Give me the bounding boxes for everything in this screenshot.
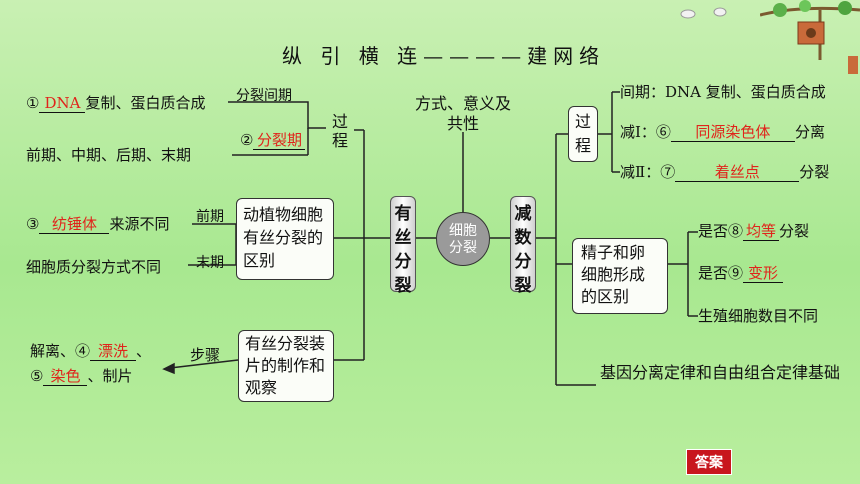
- answer-blank-8: 均等: [743, 222, 780, 241]
- tree-decoration: [760, 0, 860, 74]
- exp-line-1-suffix: 、: [136, 342, 152, 360]
- diff-item-1-num: ③: [26, 215, 40, 233]
- center-label: 细胞分裂: [449, 223, 477, 256]
- center-node: 细胞分裂: [436, 212, 490, 266]
- answer-blank-1: DNA: [39, 94, 86, 113]
- right-item-3-text: 分裂: [799, 163, 830, 181]
- experiment-box-label: 有丝分裂装片的制作和观察: [245, 334, 326, 397]
- answer-blank-4: 漂洗: [90, 342, 137, 361]
- page-title: 纵 引 横 连————建网络: [282, 44, 606, 68]
- right-item-2-text: 分离: [794, 123, 825, 141]
- left-process-label: 过程: [331, 112, 348, 150]
- answer-blank-5: 染色: [43, 367, 88, 386]
- steps-label: 步骤: [190, 346, 221, 364]
- left-item-1-text: 复制、蛋白质合成: [85, 94, 206, 112]
- right-item-2-num: 减Ⅰ：⑥: [620, 123, 671, 141]
- left-item-2-num: ②: [240, 131, 254, 149]
- meiosis-label: 减数分裂: [510, 196, 536, 296]
- gamete-box-label: 精子和卵细胞形成的区别: [581, 243, 646, 306]
- exp-line-2-suffix: 、制片: [87, 367, 133, 385]
- diff-item-2: 细胞质分裂方式不同: [26, 258, 162, 276]
- gamete-item-1-num: 是否⑧: [698, 222, 744, 240]
- diff-item-1-text: 来源不同: [109, 215, 170, 233]
- right-process-label: 过程: [574, 112, 591, 155]
- exp-line-1-text: 解离、④: [30, 342, 91, 360]
- answer-button[interactable]: 答案: [686, 449, 732, 475]
- gamete-item-1-text: 分裂: [779, 222, 810, 240]
- exp-line-2-num: ⑤: [30, 367, 44, 385]
- gamete-item-2-num: 是否⑨: [698, 264, 744, 282]
- answer-blank-7: 着丝点: [675, 163, 800, 182]
- left-item-1-num: ①: [26, 94, 40, 112]
- answer-blank-2: 分裂期: [253, 131, 306, 150]
- diff-box: 动植物细胞有丝分裂的区别: [236, 198, 334, 280]
- answer-blank-9: 变形: [743, 264, 784, 283]
- prophase-tag: 前期: [196, 209, 224, 225]
- birds-decoration: [680, 7, 727, 19]
- experiment-box: 有丝分裂装片的制作和观察: [238, 330, 334, 402]
- answer-blank-3: 纺锤体: [39, 215, 110, 234]
- gamete-box: 精子和卵细胞形成的区别: [572, 238, 668, 314]
- center-top-label: 方式、意义及共性: [414, 94, 511, 133]
- right-process-box: 过程: [568, 106, 598, 162]
- law-text: 基因分离定律和自由组合定律基础: [600, 363, 841, 382]
- answer-blank-6: 同源染色体: [670, 123, 795, 142]
- telophase-tag: 末期: [196, 255, 224, 271]
- right-item-3-num: 减Ⅱ：⑦: [620, 163, 676, 181]
- mitosis-label: 有丝分裂: [390, 196, 416, 296]
- diff-box-label: 动植物细胞有丝分裂的区别: [243, 205, 324, 270]
- gamete-item-3: 生殖细胞数目不同: [698, 307, 819, 325]
- left-item-3: 前期、中期、后期、末期: [26, 146, 192, 164]
- interphase-tag: 分裂间期: [236, 88, 292, 104]
- right-item-1: 间期：DNA 复制、蛋白质合成: [620, 83, 826, 101]
